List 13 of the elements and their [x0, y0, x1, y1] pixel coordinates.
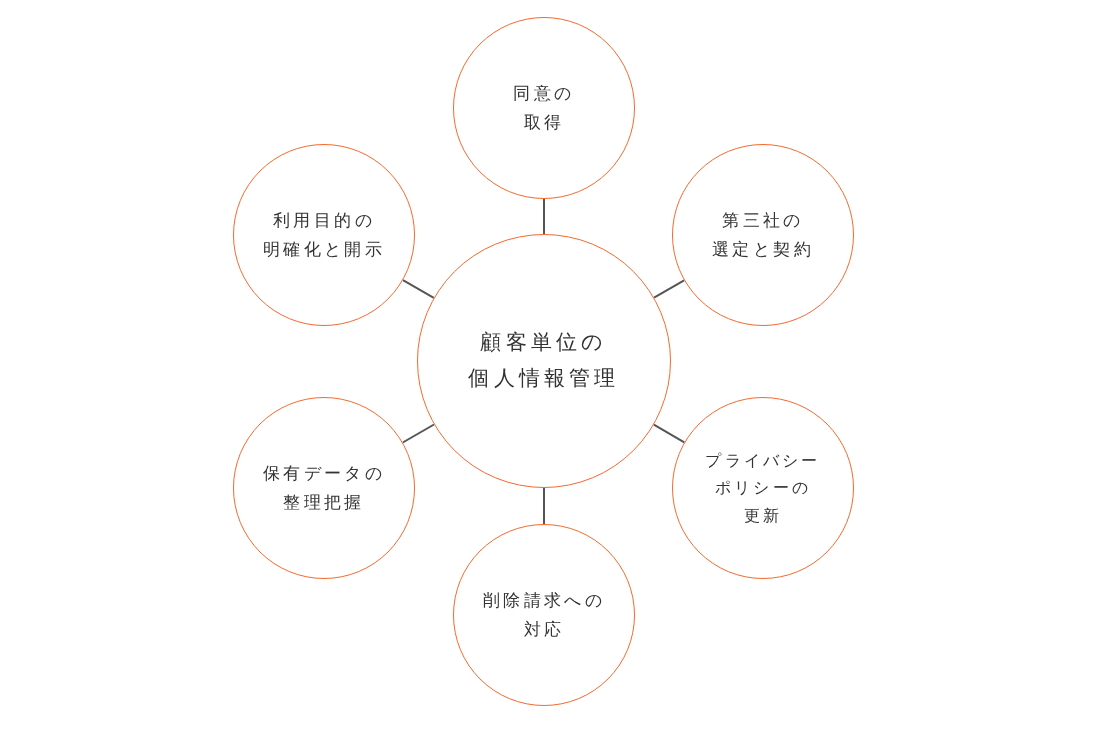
- topic-circle: 削除請求への対応: [453, 524, 635, 706]
- connector-line: [543, 487, 545, 525]
- central-circle: 顧客単位の個人情報管理: [417, 234, 671, 488]
- connector-line: [653, 279, 686, 299]
- connector-line: [401, 279, 435, 299]
- topic-circle: 利用目的の明確化と開示: [233, 144, 415, 326]
- topic-circle: 第三社の選定と契約: [672, 144, 854, 326]
- topic-circle: 保有データの整理把握: [233, 397, 415, 579]
- topic-circle: プライバシーポリシーの更新: [672, 397, 854, 579]
- connector-line: [652, 423, 686, 444]
- topic-circle: 同意の取得: [453, 17, 635, 199]
- connector-line: [401, 423, 435, 444]
- connector-line: [543, 198, 545, 235]
